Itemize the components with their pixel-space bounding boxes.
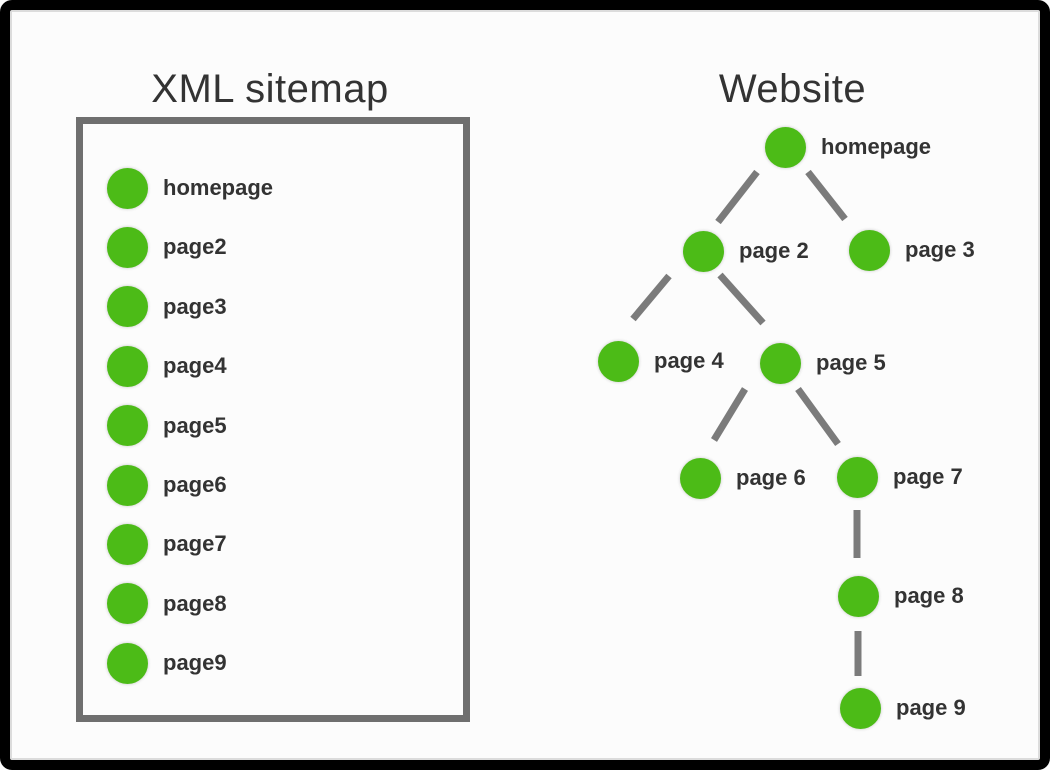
tree-node-label-page3: page 3 — [905, 237, 975, 262]
sitemap-item: page3 — [107, 286, 227, 328]
sitemap-item-label: page7 — [163, 531, 227, 557]
tree-edge-homepage-page3 — [805, 169, 848, 222]
sitemap-item-label: page5 — [163, 412, 227, 438]
sitemap-item: page9 — [107, 642, 227, 684]
website-title: Website — [718, 66, 867, 111]
sitemap-item-label: page6 — [163, 472, 227, 497]
tree-node-label-page9: page 9 — [896, 695, 966, 720]
tree-node-label-homepage: homepage — [821, 134, 932, 159]
sitemap-item-label: page3 — [163, 293, 227, 319]
sitemap-item-label: page8 — [163, 590, 227, 616]
tree-edge-page2-page5 — [717, 272, 766, 326]
sitemap-item: page7 — [107, 523, 227, 565]
sitemap-item-label: homepage — [163, 175, 274, 200]
tree-node-label-page8: page 8 — [894, 583, 964, 608]
sitemap-box: homepage page2 page3 page4 page5 page6 page7 pa… — [76, 117, 470, 722]
tree-node-label-page7: page 7 — [893, 464, 963, 489]
tree-node-page5 — [759, 342, 801, 384]
page-dot-icon — [107, 345, 148, 387]
page-dot-icon — [107, 226, 148, 268]
tree-node-homepage — [764, 126, 806, 168]
tree-node-page8 — [837, 575, 879, 617]
page-dot-icon — [107, 405, 148, 447]
page-dot-icon — [107, 523, 148, 565]
page-dot-icon — [107, 464, 148, 506]
sitemap-item-label: page2 — [163, 234, 227, 260]
tree-node-page6 — [679, 457, 721, 499]
xml-sitemap-title: XML sitemap — [151, 66, 389, 111]
tree-node-page9 — [839, 687, 881, 729]
sitemap-item: homepage — [107, 167, 274, 209]
sitemap-item: page8 — [107, 583, 227, 625]
sitemap-item-label: page4 — [163, 353, 227, 379]
page-dot-icon — [107, 286, 148, 328]
sitemap-item: page2 — [107, 226, 227, 268]
page-dot-icon — [107, 583, 148, 625]
tree-node-page2 — [682, 230, 724, 272]
tree-edge-page5-page7 — [795, 386, 841, 447]
tree-node-page4 — [597, 340, 639, 382]
tree-node-label-page4: page 4 — [654, 348, 724, 373]
tree-node-label-page6: page 6 — [736, 465, 806, 490]
tree-node-page3 — [848, 229, 890, 271]
tree-edge-homepage-page2 — [715, 169, 760, 225]
tree-node-page7 — [836, 456, 878, 498]
page-dot-icon — [107, 642, 148, 684]
tree-node-label-page5: page 5 — [816, 350, 886, 375]
tree-edge-page2-page4 — [630, 273, 672, 322]
sitemap-item: page4 — [107, 345, 227, 387]
sitemap-item: page6 — [107, 464, 227, 506]
sitemap-item-label: page9 — [163, 650, 227, 676]
tree-node-label-page2: page 2 — [739, 238, 809, 263]
page-dot-icon — [107, 167, 148, 209]
tree-edge-page5-page6 — [711, 387, 748, 442]
sitemap-item: page5 — [107, 405, 227, 447]
